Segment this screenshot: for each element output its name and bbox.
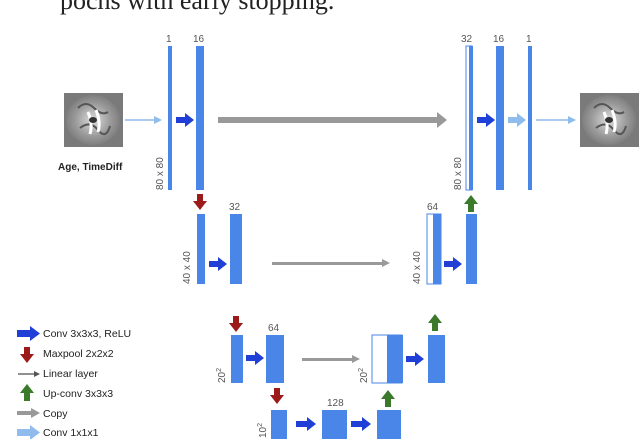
- conv-arrow-level2-right: [444, 257, 462, 271]
- feature-map-dec3-out: [428, 335, 445, 383]
- legend-label-linear: Linear layer: [43, 368, 98, 380]
- size-label-level4: 102: [257, 423, 269, 438]
- feature-map-enc3-out: [266, 335, 284, 383]
- conv-arrow-level3-left: [246, 351, 264, 365]
- size-label-level3-left: 202: [216, 368, 228, 383]
- channel-label-final: 1: [526, 34, 532, 45]
- size-label-level1-left: 80 x 80: [155, 157, 166, 190]
- header-text: pochs with early stopping.: [60, 0, 335, 15]
- channel-label-enc2: 32: [229, 202, 241, 213]
- maxpool-arrow-1: [193, 194, 207, 210]
- feature-map-enc3-in: [231, 335, 243, 383]
- legend-label-conv1x1: Conv 1x1x1: [43, 427, 99, 439]
- feature-map-final: [528, 46, 532, 190]
- conv-arrow-level2-left: [209, 257, 227, 271]
- size-label-level3-right: 202: [358, 368, 370, 383]
- size-label-level1-right: 80 x 80: [453, 157, 464, 190]
- conv-arrow-level1-left: [176, 113, 194, 127]
- legend-label-conv: Conv 3x3x3, ReLU: [43, 328, 131, 340]
- upconv-arrow-1: [464, 195, 478, 212]
- size-label-level2-right: 40 x 40: [412, 251, 423, 284]
- feature-map-enc1-out: [196, 46, 204, 190]
- gray-arrow-right-icon: [17, 408, 40, 418]
- legend-item-conv1x1: Conv 1x1x1: [17, 425, 99, 439]
- channel-label-bottleneck: 128: [327, 398, 344, 409]
- size-label-level2-left: 40 x 40: [182, 251, 193, 284]
- feature-map-bottleneck-in: [271, 410, 287, 439]
- feature-map-bottleneck-out: [322, 410, 347, 439]
- copy-arrow-level2: [272, 259, 390, 267]
- upconv-arrow-2: [428, 314, 442, 331]
- light-arrow-right-icon: [17, 425, 40, 439]
- maxpool-arrow-3: [270, 388, 284, 404]
- arrow-right-icon: [17, 326, 40, 341]
- channel-label-enc1-in: 1: [166, 34, 172, 45]
- conv-arrow-level3-right: [406, 352, 424, 366]
- feature-map-dec1-out: [496, 46, 504, 190]
- conv-arrow-bottleneck-1: [296, 417, 316, 431]
- legend: Conv 3x3x3, ReLU Maxpool 2x2x2 Linear la…: [17, 326, 131, 439]
- feature-map-dec2-out: [466, 214, 477, 284]
- legend-item-maxpool: Maxpool 2x2x2: [20, 347, 114, 363]
- feature-map-dec2-up: [433, 214, 441, 284]
- copy-arrow-level3: [302, 355, 360, 363]
- legend-item-linear: Linear layer: [18, 368, 98, 380]
- legend-item-conv: Conv 3x3x3, ReLU: [17, 326, 131, 341]
- page-header: pochs with early stopping.: [0, 0, 640, 30]
- output-linear-arrow: [536, 116, 576, 124]
- input-brain-image: [64, 93, 123, 147]
- legend-item-copy: Copy: [17, 408, 68, 420]
- channel-label-enc3: 64: [268, 323, 280, 334]
- arrow-up-icon: [20, 384, 34, 401]
- legend-item-upconv: Up-conv 3x3x3: [20, 384, 113, 401]
- feature-map-enc2-out: [230, 214, 242, 284]
- conv-arrow-bottleneck-2: [351, 417, 371, 431]
- feature-map-dec1-up: [469, 46, 473, 190]
- channel-label-dec2: 64: [427, 202, 439, 213]
- channel-label-enc1-out: 16: [193, 34, 205, 45]
- input-linear-arrow: [125, 116, 162, 124]
- thin-arrow-right-icon: [18, 371, 40, 377]
- maxpool-arrow-2: [229, 316, 243, 332]
- copy-arrow-level1: [218, 112, 447, 128]
- input-caption: Age, TimeDiff: [58, 162, 123, 173]
- feature-map-enc2-in: [197, 214, 205, 284]
- legend-label-copy: Copy: [43, 408, 68, 420]
- upconv-arrow-3: [381, 390, 395, 407]
- channel-label-dec1-out: 16: [493, 34, 505, 45]
- legend-label-upconv: Up-conv 3x3x3: [43, 388, 113, 400]
- feature-map-bottleneck-up: [377, 410, 401, 439]
- conv1x1-arrow: [508, 113, 526, 127]
- feature-map-enc1-in: [168, 46, 172, 190]
- legend-label-maxpool: Maxpool 2x2x2: [43, 348, 114, 360]
- arrow-down-icon: [20, 347, 34, 363]
- channel-label-dec1-concat: 32: [461, 34, 473, 45]
- feature-map-dec3-up: [387, 335, 403, 383]
- output-brain-image: [580, 93, 639, 147]
- conv-arrow-level1-right: [477, 113, 495, 127]
